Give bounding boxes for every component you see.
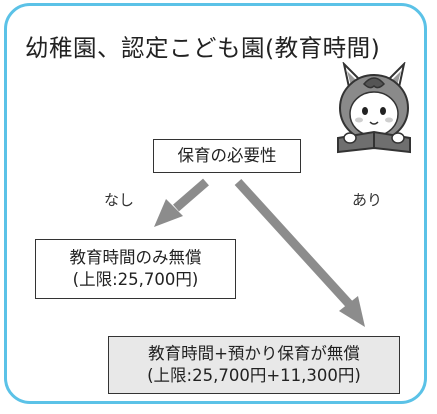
free-all-title: 教育時間+預かり保育が無償 [148,344,360,363]
free-all-node: 教育時間+預かり保育が無償 (上限:25,700円+11,300円) [108,336,400,394]
free-all-limit: (上限:25,700円+11,300円) [147,366,361,385]
free-education-limit: (上限:25,700円) [72,270,199,289]
branch-yes-label: あり [352,191,383,209]
arrow-yes [234,178,365,327]
arrow-no [154,178,209,227]
need-node: 保育の必要性 [153,139,301,173]
mascot-reading-book-icon [337,62,411,154]
free-education-node: 教育時間のみ無償 (上限:25,700円) [35,239,236,299]
branch-no-label: なし [104,191,135,209]
free-education-title: 教育時間のみ無償 [69,248,202,267]
page-title: 幼稚園、認定こども園(教育時間) [25,34,381,62]
need-label: 保育の必要性 [177,146,277,165]
